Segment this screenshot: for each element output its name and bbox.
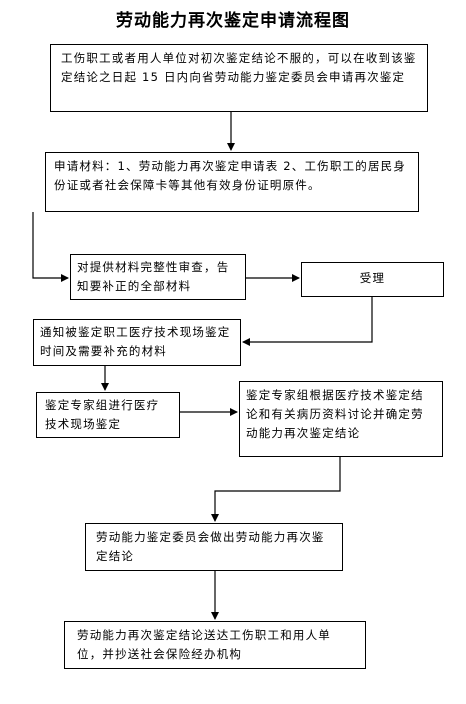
step-5-notify: 通知被鉴定职工医疗技术现场鉴定时间及需要补充的材料 [33, 319, 241, 366]
arrow-s2-s3 [32, 212, 69, 282]
step-2-materials: 申请材料：1、劳动能力再次鉴定申请表 2、工伤职工的居民身份证或者社会保障卡等其… [45, 152, 419, 212]
step-1-eligibility: 工伤职工或者用人单位对初次鉴定结论不服的，可以在收到该鉴定结论之日起 15 日内… [50, 44, 428, 112]
arrow-s7-s8 [211, 457, 341, 522]
step-9-delivery: 劳动能力再次鉴定结论送达工伤职工和用人单位，并抄送社会保险经办机构 [64, 621, 366, 669]
step-8-committee-conclusion: 劳动能力鉴定委员会做出劳动能力再次鉴定结论 [85, 523, 343, 571]
step-7-expert-conclusion: 鉴定专家组根据医疗技术鉴定结论和有关病历资料讨论并确定劳动能力再次鉴定结论 [239, 381, 443, 457]
step-3-review: 对提供材料完整性审查，告知要补正的全部材料 [70, 254, 246, 300]
step-4-accept: 受理 [301, 262, 444, 297]
page-title: 劳动能力再次鉴定申请流程图 [116, 11, 350, 31]
arrow-s4-s5 [242, 297, 373, 346]
step-6-onsite-appraisal: 鉴定专家组进行医疗技术现场鉴定 [36, 392, 180, 438]
